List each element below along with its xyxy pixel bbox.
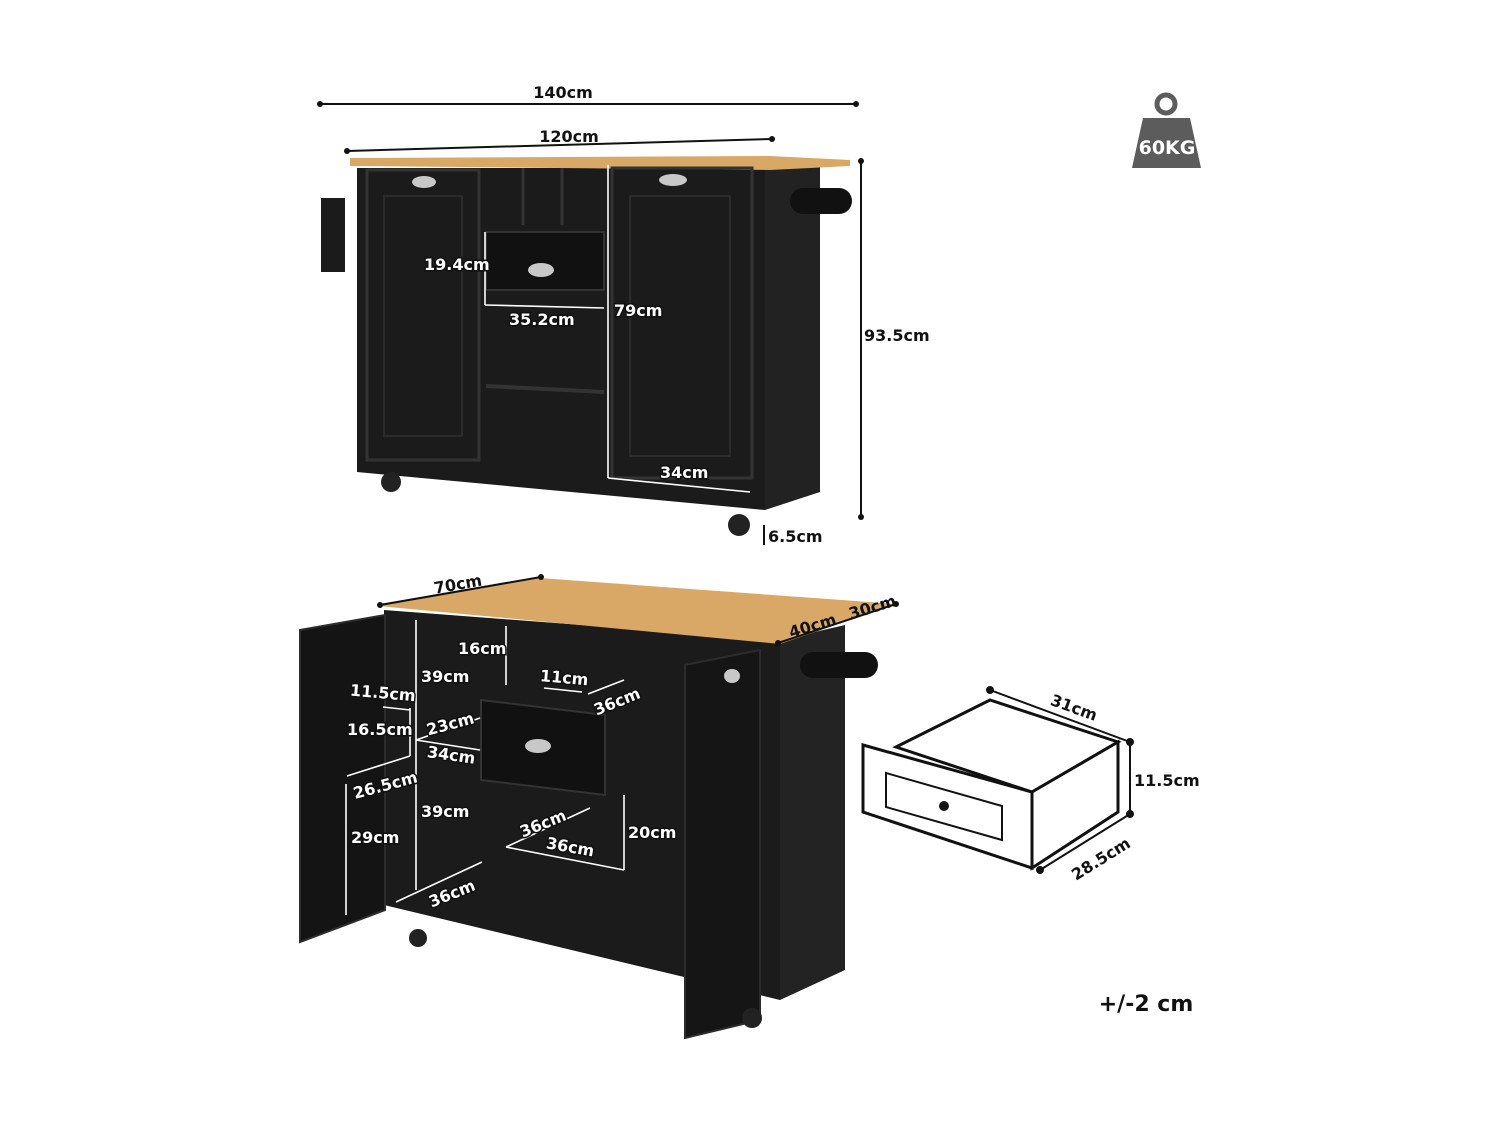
wheel-icon xyxy=(409,929,427,947)
cabinet-part xyxy=(885,771,1003,842)
handle-icon xyxy=(412,176,436,188)
dimension-line xyxy=(382,706,411,711)
dim-overall-width: 140cm xyxy=(533,83,593,102)
dimension-line xyxy=(484,304,605,309)
dim-door-lower-height: 29cm xyxy=(351,828,399,847)
right-door-open xyxy=(684,648,761,1040)
cabinet-part xyxy=(629,195,731,457)
dimension-line xyxy=(485,384,605,394)
dim-upper-height: 39cm xyxy=(421,667,469,686)
dim-cubby-width: 11cm xyxy=(539,666,589,689)
dim-height: 93.5cm xyxy=(864,326,930,345)
dimension-endpoint xyxy=(853,101,859,107)
right-door xyxy=(610,166,754,480)
drawer-diagram: 31cm 11.5cm 28.5cm xyxy=(861,686,1200,884)
dimension-line xyxy=(587,679,625,695)
dimension-endpoint xyxy=(775,640,781,646)
towel-bar xyxy=(800,652,878,678)
center-drawer xyxy=(485,231,605,291)
dimension-line xyxy=(346,755,411,777)
handle-icon xyxy=(659,174,687,186)
dim-cubby-height: 16cm xyxy=(458,639,506,658)
cabinet-side xyxy=(765,164,820,510)
dimension-line xyxy=(379,576,542,606)
dim-drawer-height: 19.4cm xyxy=(424,255,490,274)
dimension-line xyxy=(607,477,751,493)
front-cabinet xyxy=(321,156,852,536)
dimension-endpoint xyxy=(317,101,323,107)
cabinet-part xyxy=(383,195,463,437)
cabinet-front xyxy=(357,168,765,510)
dimension-line xyxy=(505,807,591,848)
dim-door-width: 34cm xyxy=(660,463,708,482)
worktop xyxy=(350,156,850,170)
towel-bar xyxy=(790,188,852,214)
wheel-icon xyxy=(728,514,750,536)
dim-wheel-height: 6.5cm xyxy=(768,527,823,546)
dimension-line xyxy=(395,861,483,903)
dim-drawer-depth: 28.5cm xyxy=(1068,833,1134,884)
dim-lower-height: 39cm xyxy=(421,802,469,821)
dimension-line xyxy=(777,603,897,644)
handle-icon xyxy=(528,263,554,277)
dim-right-height: 20cm xyxy=(628,823,676,842)
dimension-endpoint xyxy=(377,602,383,608)
dimension-line xyxy=(1039,813,1131,871)
dimension-endpoint xyxy=(1036,866,1044,874)
handle-icon xyxy=(724,669,740,683)
dimension-line xyxy=(346,138,773,152)
dim-door-shelf-height: 16.5cm xyxy=(347,720,413,739)
dimension-endpoint xyxy=(893,601,899,607)
worktop xyxy=(378,578,896,644)
weight-label: 60KG xyxy=(1139,137,1196,159)
knob-icon xyxy=(939,801,949,811)
wheel-icon xyxy=(381,472,401,492)
dim-top-width: 120cm xyxy=(539,127,599,146)
open-dimensions: 70cm 40cm 30cm 16cm 39cm 11cm 36cm 11.5c… xyxy=(345,571,899,915)
side-spice-rack xyxy=(321,198,345,272)
front-dimensions: 140cm 120cm 93.5cm 6.5cm 19.4cm 35.2cm 7… xyxy=(317,83,930,546)
dim-door-height: 79cm xyxy=(614,301,662,320)
cabinet-part xyxy=(1132,118,1201,168)
dim-overhang: 30cm xyxy=(847,591,899,623)
left-door-open xyxy=(299,613,386,944)
dimension-endpoint xyxy=(769,136,775,142)
dim-drawer-width: 35.2cm xyxy=(509,310,575,329)
dimension-endpoint xyxy=(538,574,544,580)
dimension-line xyxy=(505,846,625,871)
open-cabinet xyxy=(299,578,896,1040)
cabinet-part xyxy=(780,625,845,1000)
left-door xyxy=(365,168,481,462)
dimension-line xyxy=(415,739,481,751)
weight-icon xyxy=(1154,92,1178,116)
handle-icon xyxy=(525,739,551,753)
dimension-line xyxy=(543,687,583,693)
weight-badge: 60KG xyxy=(1132,92,1201,168)
wheel-icon xyxy=(742,1008,762,1028)
dimension-endpoint xyxy=(858,514,864,520)
dimension-line xyxy=(989,689,1131,743)
dimension-line xyxy=(415,717,481,741)
dimension-endpoint xyxy=(344,148,350,154)
dim-drawer-height: 11.5cm xyxy=(1134,771,1200,790)
dimension-endpoint xyxy=(858,158,864,164)
tolerance-note: +/-2 cm xyxy=(1099,992,1194,1017)
dimension-endpoint xyxy=(986,686,994,694)
dim-drawer-width: 31cm xyxy=(1048,690,1100,724)
